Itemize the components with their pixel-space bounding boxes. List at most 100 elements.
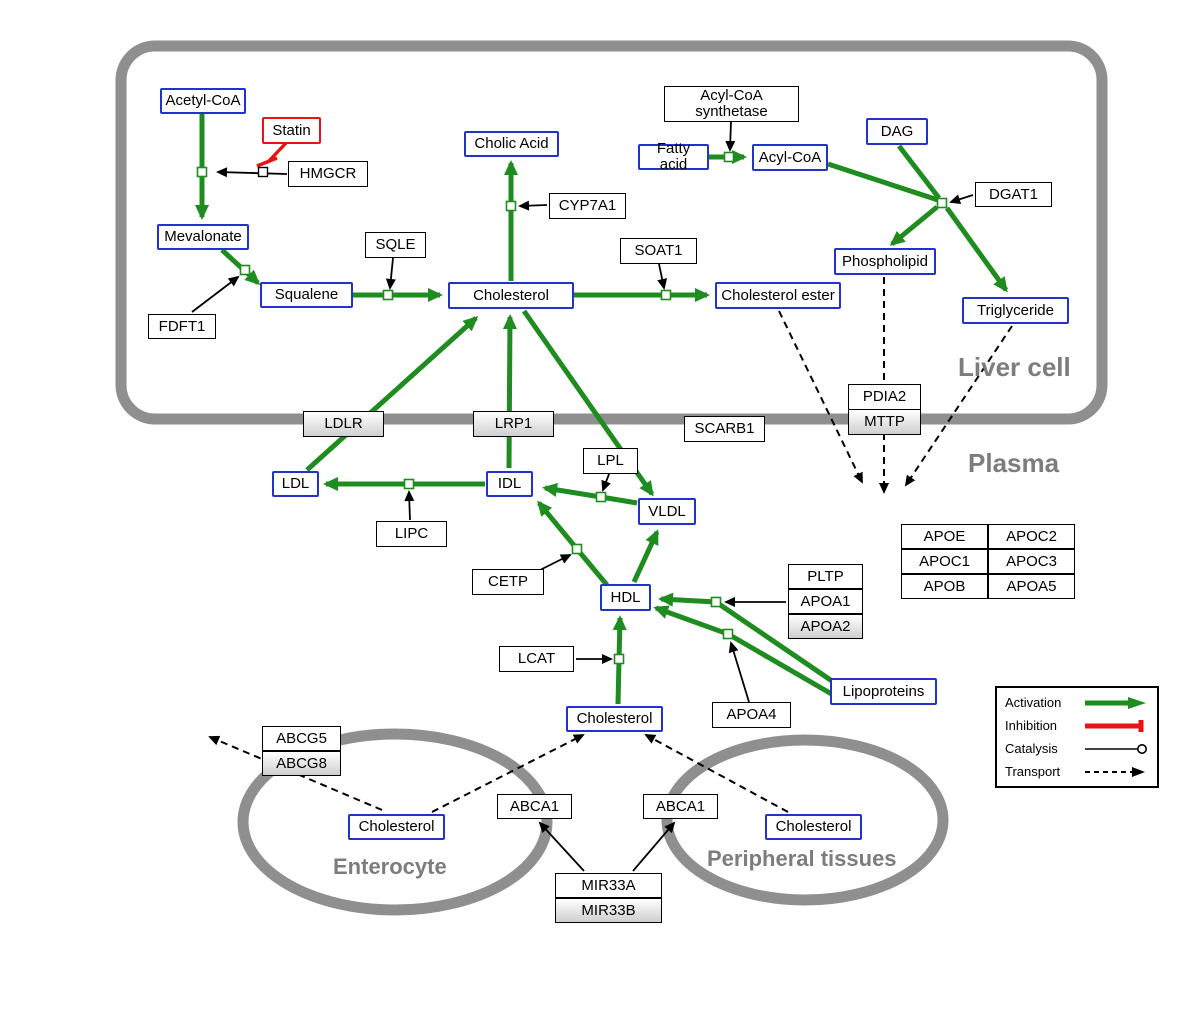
legend-catalysis-label: Catalysis <box>1005 741 1058 756</box>
node-lrp1[interactable]: LRP1 <box>473 411 554 437</box>
catalysis-circle-icon <box>1085 743 1147 754</box>
node-lipoproteins[interactable]: Lipoproteins <box>830 678 937 705</box>
legend-row-catalysis: Catalysis <box>1005 741 1149 756</box>
node-hmgcr[interactable]: HMGCR <box>288 161 368 187</box>
node-acyl-coa-synthetase[interactable]: Acyl-CoA synthetase <box>664 86 799 122</box>
edge-ldl-ldlr-cholesterol <box>305 315 479 472</box>
edge-idl-lrp1-cholesterol <box>502 314 517 469</box>
node-apoc1[interactable]: APOC1 <box>901 549 988 574</box>
node-ldl[interactable]: LDL <box>272 471 319 497</box>
inhibition-tbar-icon <box>1085 719 1144 732</box>
node-squalene[interactable]: Squalene <box>260 282 353 308</box>
edge-junction-phospholipid <box>889 205 939 246</box>
edge-enterocyte-abca1-export <box>431 734 585 813</box>
node-cholic-acid[interactable]: Cholic Acid <box>464 131 559 157</box>
node-lpl[interactable]: LPL <box>583 448 638 474</box>
node-phospholipid[interactable]: Phospholipid <box>834 248 936 275</box>
liver-cell-label: Liver cell <box>958 352 1071 382</box>
node-abcg8[interactable]: ABCG8 <box>262 751 341 776</box>
node-mevalonate[interactable]: Mevalonate <box>157 224 249 250</box>
edge-sqle-catalysis <box>385 257 396 290</box>
node-apob[interactable]: APOB <box>901 574 988 599</box>
hmgcr-anchor-square <box>257 166 269 178</box>
transport-dashed-arrow-icon <box>1085 766 1145 777</box>
edge-fdft1-catalysis <box>191 275 240 313</box>
node-cholesterol-ester[interactable]: Cholesterol ester <box>715 282 841 309</box>
edge-lipc-catalysis <box>404 490 415 521</box>
edge-cetp-catalysis <box>539 554 572 571</box>
node-idl[interactable]: IDL <box>486 471 533 497</box>
node-statin[interactable]: Statin <box>262 117 321 144</box>
edge-peripheral-abca1-export <box>644 734 789 813</box>
transport-edges <box>208 277 1013 813</box>
node-abca1-peripheral[interactable]: ABCA1 <box>643 794 718 819</box>
node-fatty-acid[interactable]: Fatty acid <box>638 141 709 172</box>
node-apoc2[interactable]: APOC2 <box>988 524 1075 549</box>
edge-acylcoa-junction <box>827 161 939 203</box>
legend-row-activation: Activation <box>1005 695 1149 710</box>
legend: Activation Inhibition Catalysis Transpor… <box>995 686 1159 788</box>
edge-statin-inhibition-bar <box>256 156 278 168</box>
node-abca1-enterocyte[interactable]: ABCA1 <box>497 794 572 819</box>
edge-dgat1-catalysis <box>949 194 974 205</box>
node-ldlr[interactable]: LDLR <box>303 411 384 437</box>
peripheral-tissues-label: Peripheral tissues <box>707 846 897 871</box>
edge-lpl-catalysis <box>601 473 611 492</box>
legend-inhibition-label: Inhibition <box>1005 718 1058 733</box>
node-apoa4[interactable]: APOA4 <box>712 702 791 728</box>
legend-row-transport: Transport <box>1005 764 1149 779</box>
node-mttp[interactable]: MTTP <box>848 409 921 435</box>
node-acetyl-coa[interactable]: Acetyl-CoA <box>160 88 246 114</box>
edge-cholesterolester-secretion <box>778 310 863 484</box>
node-cholesterol-enterocyte[interactable]: Cholesterol <box>348 814 445 840</box>
node-abcg5[interactable]: ABCG5 <box>262 726 341 751</box>
edge-hdl-vldl <box>631 529 660 584</box>
node-triglyceride[interactable]: Triglyceride <box>962 297 1069 324</box>
catalysis-edges <box>191 120 974 872</box>
node-soat1[interactable]: SOAT1 <box>620 238 697 264</box>
edge-junction-triglyceride <box>944 206 1009 293</box>
reaction-nodes <box>196 151 948 665</box>
edge-mir33-abca1-left <box>538 821 585 872</box>
node-cetp[interactable]: CETP <box>472 569 544 595</box>
node-pdia2[interactable]: PDIA2 <box>848 384 921 410</box>
node-apoc3[interactable]: APOC3 <box>988 549 1075 574</box>
legend-row-inhibition: Inhibition <box>1005 718 1149 733</box>
node-vldl[interactable]: VLDL <box>638 498 696 525</box>
inhibition-edge <box>256 141 288 168</box>
node-hdl[interactable]: HDL <box>600 584 651 611</box>
plasma-label: Plasma <box>968 448 1060 478</box>
edge-acylcoasynthetase-catalysis <box>725 120 736 152</box>
node-acyl-coa[interactable]: Acyl-CoA <box>752 144 828 171</box>
node-mir33a[interactable]: MIR33A <box>555 873 662 898</box>
node-sqle[interactable]: SQLE <box>365 232 426 258</box>
edge-triglyceride-secretion <box>904 325 1013 487</box>
node-cyp7a1[interactable]: CYP7A1 <box>549 193 626 219</box>
node-lipc[interactable]: LIPC <box>376 521 447 547</box>
node-apoa5[interactable]: APOA5 <box>988 574 1075 599</box>
legend-transport-label: Transport <box>1005 764 1061 779</box>
edge-vldl-idl <box>542 482 638 506</box>
node-scarb1[interactable]: SCARB1 <box>684 416 765 442</box>
node-mir33b[interactable]: MIR33B <box>555 898 662 923</box>
node-cholesterol-peripheral[interactable]: Cholesterol <box>765 814 862 840</box>
node-cholesterol-liver[interactable]: Cholesterol <box>448 282 574 309</box>
edge-mir33-abca1-right <box>632 821 676 872</box>
node-cholesterol-plasma[interactable]: Cholesterol <box>566 706 663 732</box>
edge-dag-junction <box>897 144 941 200</box>
liver-cell-membrane <box>115 40 1108 425</box>
node-dgat1[interactable]: DGAT1 <box>975 182 1052 207</box>
node-apoa1[interactable]: APOA1 <box>788 589 863 614</box>
node-pltp[interactable]: PLTP <box>788 564 863 589</box>
node-fdft1[interactable]: FDFT1 <box>148 314 216 339</box>
edge-hmgcr-catalysis <box>216 167 288 178</box>
node-lcat[interactable]: LCAT <box>499 646 574 672</box>
legend-activation-label: Activation <box>1005 695 1062 710</box>
node-dag[interactable]: DAG <box>866 118 928 145</box>
enterocyte-label: Enterocyte <box>333 854 447 879</box>
node-apoe[interactable]: APOE <box>901 524 988 549</box>
activation-arrow-icon <box>1085 696 1146 709</box>
node-apoa2[interactable]: APOA2 <box>788 614 863 639</box>
